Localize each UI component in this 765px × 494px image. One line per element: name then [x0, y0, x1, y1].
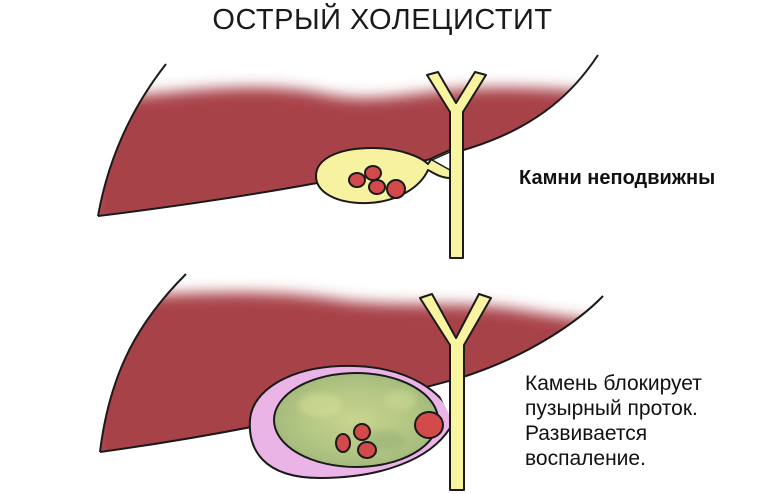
gallbladder-lumen [273, 372, 439, 468]
duct-notch-bottom [438, 386, 449, 414]
blocking-stone [414, 411, 444, 439]
gallstones-top [348, 165, 406, 199]
gallstones-bottom [335, 423, 377, 459]
bottom-panel [99, 273, 604, 491]
liver-outline-left [97, 63, 167, 217]
caption-top-line: Камни неподвижны [519, 167, 716, 189]
caption-top: Камни неподвижны [519, 166, 715, 191]
caption-bottom-line-1: Камень блокирует [525, 372, 702, 395]
diagram-title: ОСТРЫЙ ХОЛЕЦИСТИТ [212, 4, 553, 36]
liver-outline-left-bottom [99, 273, 187, 453]
caption-bottom-line-3: Развивается [525, 422, 648, 445]
caption-bottom-line-2: пузырный проток. [525, 397, 698, 420]
caption-bottom-line-4: воспаление. [525, 447, 646, 470]
caption-bottom: Камень блокирует пузырный проток. Развив… [525, 371, 702, 471]
top-panel [97, 54, 599, 259]
gallbladder-top [315, 147, 451, 205]
duct-notch [430, 150, 451, 172]
common-bile-duct-top [426, 71, 487, 259]
